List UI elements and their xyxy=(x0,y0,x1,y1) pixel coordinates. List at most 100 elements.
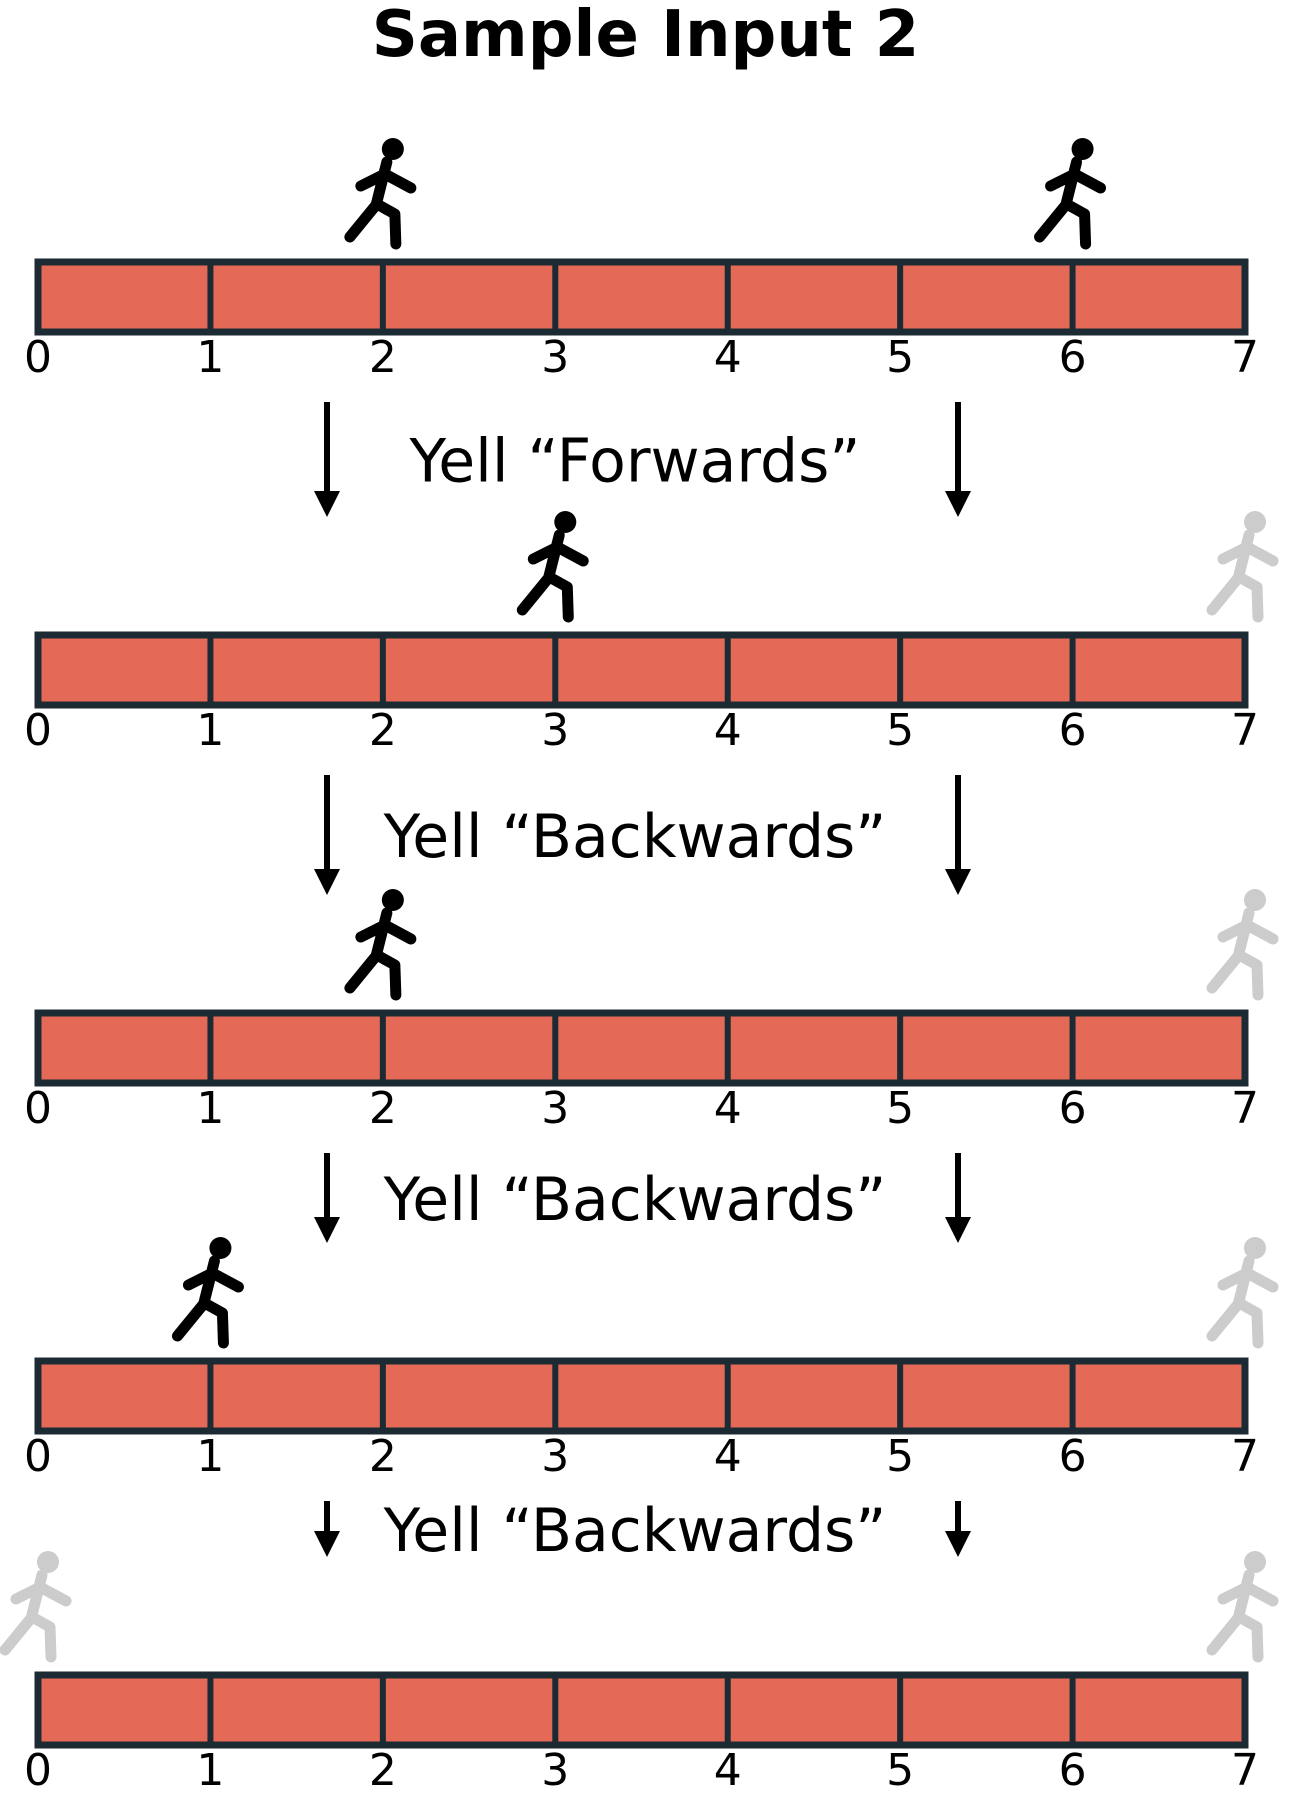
cell xyxy=(555,635,728,705)
cell xyxy=(382,1361,556,1431)
tick-label: 6 xyxy=(1059,1745,1087,1796)
arrow-down-icon xyxy=(314,775,340,895)
tick-label: 1 xyxy=(196,1083,224,1134)
tick-label: 4 xyxy=(714,1431,742,1482)
tick-label: 1 xyxy=(196,705,224,756)
cell xyxy=(1072,635,1245,705)
cell xyxy=(210,1675,383,1745)
stage-3: 0 1 2 3 4 5 6 7 xyxy=(24,889,1279,1134)
stage-2: 0 1 2 3 4 5 6 7 xyxy=(24,511,1279,756)
page-title: Sample Input 2 xyxy=(371,0,920,72)
number-line-bar xyxy=(34,1357,1249,1435)
cell xyxy=(382,262,556,332)
tick-label: 6 xyxy=(1059,1431,1087,1482)
cell xyxy=(727,635,901,705)
cell xyxy=(1072,262,1245,332)
tick-label: 1 xyxy=(196,332,224,383)
tick-label: 5 xyxy=(886,1745,914,1796)
walker-active-icon xyxy=(516,511,589,623)
cell xyxy=(38,262,211,332)
stage-1: 0 1 2 3 4 5 6 7 xyxy=(24,138,1259,383)
tick-label: 6 xyxy=(1059,1083,1087,1134)
number-line-bar xyxy=(34,1009,1249,1087)
cell xyxy=(900,1361,1073,1431)
arrow-down-icon xyxy=(945,1501,971,1557)
cell xyxy=(38,1361,211,1431)
cell xyxy=(210,262,383,332)
transition-label: Yell “Backwards” xyxy=(383,1496,887,1566)
tick-label: 3 xyxy=(541,332,569,383)
walker-active-icon xyxy=(171,1237,244,1349)
tick-label: 5 xyxy=(886,1083,914,1134)
walker-active-icon xyxy=(344,138,417,250)
tick-label: 7 xyxy=(1231,332,1259,383)
arrow-down-icon xyxy=(314,1153,340,1243)
tick-label: 7 xyxy=(1231,705,1259,756)
tick-label: 7 xyxy=(1231,1431,1259,1482)
cell xyxy=(555,1013,728,1083)
tick-label: 3 xyxy=(541,1745,569,1796)
tick-label: 2 xyxy=(369,1745,397,1796)
tick-label: 0 xyxy=(24,705,52,756)
arrow-down-icon xyxy=(945,1153,971,1243)
walker-active-icon xyxy=(344,889,417,1001)
cell xyxy=(727,262,901,332)
tick-label: 6 xyxy=(1059,705,1087,756)
tick-label: 2 xyxy=(369,332,397,383)
cell xyxy=(382,1675,556,1745)
cell xyxy=(210,635,383,705)
tick-label: 3 xyxy=(541,1083,569,1134)
tick-label: 7 xyxy=(1231,1083,1259,1134)
tick-label: 1 xyxy=(196,1745,224,1796)
walker-active-icon xyxy=(1034,138,1107,250)
tick-label: 2 xyxy=(369,1083,397,1134)
cell xyxy=(727,1361,901,1431)
number-line-bar xyxy=(34,1671,1249,1749)
tick-label: 0 xyxy=(24,332,52,383)
walker-exited-icon xyxy=(0,1551,72,1663)
cell xyxy=(555,1675,728,1745)
cell xyxy=(382,1013,556,1083)
walker-exited-icon xyxy=(1206,889,1279,1001)
transition-label: Yell “Forwards” xyxy=(409,427,861,497)
tick-label: 4 xyxy=(714,1745,742,1796)
cell xyxy=(1072,1013,1245,1083)
cell xyxy=(900,635,1073,705)
walker-exited-icon xyxy=(1206,1237,1279,1349)
tick-label: 0 xyxy=(24,1431,52,1482)
tick-label: 4 xyxy=(714,1083,742,1134)
arrow-down-icon xyxy=(314,402,340,517)
cell xyxy=(38,1675,211,1745)
cell xyxy=(38,635,211,705)
walker-exited-icon xyxy=(1206,1551,1279,1663)
tick-label: 2 xyxy=(369,1431,397,1482)
arrow-down-icon xyxy=(945,402,971,517)
number-line-bar xyxy=(34,631,1249,709)
tick-label: 5 xyxy=(886,705,914,756)
cell xyxy=(555,262,728,332)
tick-label: 1 xyxy=(196,1431,224,1482)
tick-label: 4 xyxy=(714,705,742,756)
cell xyxy=(210,1013,383,1083)
tick-label: 2 xyxy=(369,705,397,756)
arrow-down-icon xyxy=(945,775,971,895)
transition-label: Yell “Backwards” xyxy=(383,1165,887,1235)
cell xyxy=(1072,1361,1245,1431)
tick-label: 3 xyxy=(541,705,569,756)
cell xyxy=(727,1013,901,1083)
cell xyxy=(1072,1675,1245,1745)
cell xyxy=(210,1361,383,1431)
walker-exited-icon xyxy=(1206,511,1279,623)
cell xyxy=(727,1675,901,1745)
tick-label: 6 xyxy=(1059,332,1087,383)
arrow-down-icon xyxy=(314,1501,340,1557)
tick-label: 7 xyxy=(1231,1745,1259,1796)
tick-label: 0 xyxy=(24,1083,52,1134)
tick-label: 4 xyxy=(714,332,742,383)
cell xyxy=(38,1013,211,1083)
tick-label: 5 xyxy=(886,332,914,383)
